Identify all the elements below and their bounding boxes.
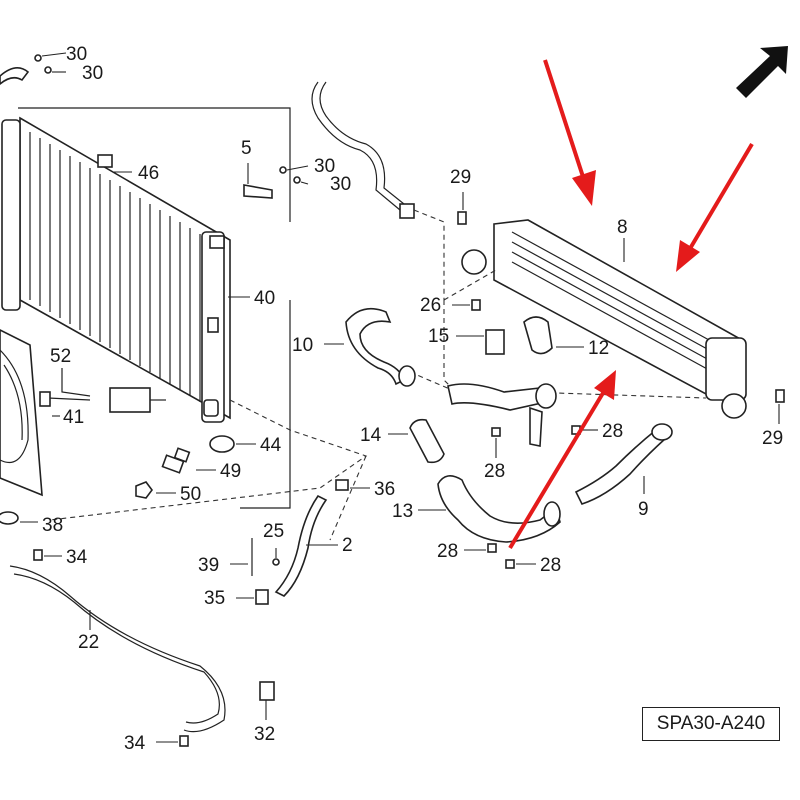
- part-25-clip: [272, 548, 280, 566]
- part-44-grommet: [209, 435, 256, 453]
- part-35-clip: [236, 589, 269, 605]
- part-50-nut: [135, 481, 176, 499]
- radiator: [1, 116, 231, 423]
- part-36-clamp: [335, 479, 370, 491]
- callout-13: 13: [392, 501, 413, 522]
- callout-40: 40: [254, 288, 275, 309]
- part-34-clip-upper: [33, 549, 62, 561]
- reservoir-hose: [311, 81, 415, 219]
- part-26-bolt: [452, 299, 481, 311]
- callout-2: 2: [342, 535, 353, 556]
- callout-29: 29: [762, 428, 783, 449]
- red-arrow-upper-right: [676, 142, 754, 272]
- part-13-pipe: [418, 475, 561, 543]
- part-52-41-harness: [39, 368, 166, 417]
- callout-49: 49: [220, 461, 241, 482]
- callout-44: 44: [260, 435, 282, 456]
- part-28-bolt-b: [491, 427, 501, 458]
- callout-38: 38: [42, 515, 63, 536]
- diagram-id-text: SPA30-A240: [656, 713, 766, 734]
- callout-28: 28: [484, 461, 505, 482]
- callout-15: 15: [428, 326, 449, 347]
- callout-30: 30: [330, 174, 351, 195]
- part-2-hose: [274, 494, 338, 597]
- outlet-pipe-assembly: [447, 383, 557, 447]
- callout-30: 30: [82, 63, 103, 84]
- callout-41: 41: [63, 407, 84, 428]
- callout-26: 26: [420, 295, 441, 316]
- part-38-clamp: [0, 511, 38, 525]
- callout-36: 36: [374, 479, 395, 500]
- callout-32: 32: [254, 724, 275, 745]
- part-9-hose: [574, 423, 673, 505]
- part-28-bolt-d: [505, 559, 536, 569]
- part-12-hose: [523, 316, 584, 355]
- callout-9: 9: [638, 499, 649, 520]
- part-10-hose: [324, 307, 416, 387]
- callout-34: 34: [66, 547, 88, 568]
- callout-46: 46: [138, 163, 159, 184]
- front-direction-arrow-icon: [736, 46, 788, 98]
- callout-28: 28: [437, 541, 458, 562]
- diagram-id-label: SPA30-A240: [642, 707, 780, 741]
- callout-50: 50: [180, 484, 201, 505]
- red-arrow-lower: [508, 370, 616, 550]
- part-top-hose-bracket: [0, 52, 67, 86]
- callout-22: 22: [78, 632, 99, 653]
- callout-39: 39: [198, 555, 219, 576]
- callout-30: 30: [66, 44, 87, 65]
- part-34-clip-lower: [156, 735, 189, 747]
- part-22-overflow-tube: [9, 565, 226, 733]
- callout-28: 28: [602, 421, 623, 442]
- callout-35: 35: [204, 588, 225, 609]
- part-32-clip: [259, 681, 275, 720]
- callout-14: 14: [360, 425, 382, 446]
- callout-52: 52: [50, 346, 71, 367]
- part-5-bracket: [243, 163, 309, 199]
- part-8-intercooler: [461, 219, 747, 419]
- callout-28: 28: [540, 555, 561, 576]
- fan-shroud-partial: [0, 329, 43, 497]
- callout-25: 25: [263, 521, 284, 542]
- part-15-bracket: [456, 329, 505, 355]
- callout-10: 10: [292, 335, 313, 356]
- callout-8: 8: [617, 217, 628, 238]
- callout-12: 12: [588, 338, 609, 359]
- part-29-bolt-right: [775, 389, 785, 424]
- part-49-bolt: [161, 447, 216, 474]
- part-14-coupler: [388, 418, 445, 464]
- callout-5: 5: [241, 138, 252, 159]
- callout-30: 30: [314, 156, 335, 177]
- red-arrow-upper-left: [543, 59, 596, 206]
- part-39-bracket: [230, 538, 253, 576]
- part-28-bolt-a: [571, 425, 598, 435]
- part-28-bolt-c: [464, 543, 497, 553]
- radiator-frame-bracket: [18, 107, 291, 509]
- part-29-bolt-top: [457, 192, 467, 225]
- part-46-clip: [97, 154, 132, 173]
- callout-29: 29: [450, 167, 471, 188]
- callout-34: 34: [124, 733, 146, 754]
